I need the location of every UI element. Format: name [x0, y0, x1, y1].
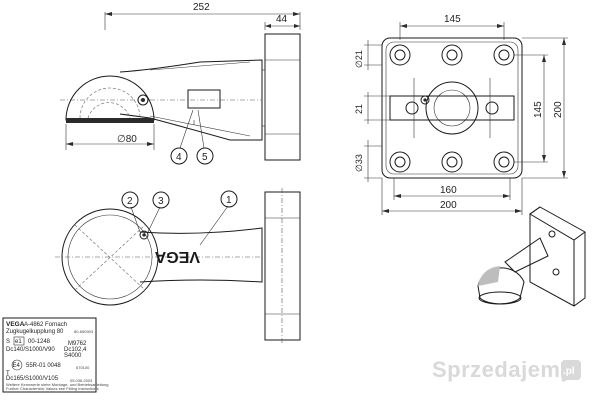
plate-brand: VEGA	[6, 321, 25, 328]
plate-e1: e1	[15, 339, 22, 345]
dim-dia-21: ∅21	[354, 50, 364, 68]
top-view: VEGA 1 2 3	[55, 188, 301, 344]
plate-date: 05.036.2003	[70, 378, 93, 383]
callout-2: 2	[127, 196, 133, 207]
plate-address: A-4862 Fornach	[24, 322, 67, 328]
dim-dia-80: ∅80	[117, 134, 137, 145]
plate-m-code: M9762	[68, 341, 87, 347]
watermark: Sprzedajemy .pl	[432, 357, 581, 382]
plate-e-right: 670100	[76, 365, 90, 370]
bolt-holes	[389, 44, 515, 173]
dim-mid-21: 21	[354, 104, 364, 114]
plate-dc-right: Dc102,4	[64, 347, 87, 353]
nameplate: VEGA A-4862 Fornach Zugkugelkupplung 80 …	[2, 317, 108, 393]
plate-s-label: S	[6, 339, 10, 345]
callout-1: 1	[226, 195, 232, 206]
plate-description: Zugkugelkupplung 80	[6, 329, 64, 335]
dim-dia-33: ∅33	[354, 154, 364, 172]
side-view: 252 44 ∅80	[60, 2, 301, 165]
plate-e-mark: E4	[13, 363, 21, 369]
dim-bottom-200: 200	[440, 200, 457, 211]
dim-top-145: 145	[444, 14, 461, 25]
plate-s4000: S4000	[64, 353, 82, 359]
plate-note-en: Further Characteristic Values see Fittin…	[6, 386, 99, 391]
plate-approval-no: 00-1248	[28, 339, 51, 345]
dim-right-145: 145	[533, 101, 544, 118]
dim-right-200: 200	[553, 101, 564, 118]
watermark-text: Sprzedajemy	[432, 357, 573, 382]
flange-view: 145 ∅21 21 ∅33 145 200 160	[354, 14, 568, 215]
plate-note-de: Weitere Kennwerte siehe Montage- und Bet…	[6, 382, 108, 387]
callout-5: 5	[202, 152, 208, 163]
dim-252: 252	[193, 2, 210, 13]
dim-44: 44	[276, 14, 288, 25]
callout-3: 3	[158, 196, 164, 207]
plate-e-code: 55R-01 0048	[26, 363, 61, 369]
callout-4: 4	[176, 152, 182, 163]
plate-t-label: T	[6, 371, 10, 377]
watermark-badge: .pl	[563, 366, 575, 377]
vega-mark: VEGA	[154, 248, 200, 265]
dim-bottom-160: 160	[440, 185, 457, 196]
plate-dc-165: Dc165/S1000/V105	[6, 376, 59, 382]
plate-dc-left: Dc140/S1000/V90	[6, 347, 55, 353]
isometric-view	[477, 206, 586, 307]
plate-code: 80-650903	[74, 329, 94, 334]
